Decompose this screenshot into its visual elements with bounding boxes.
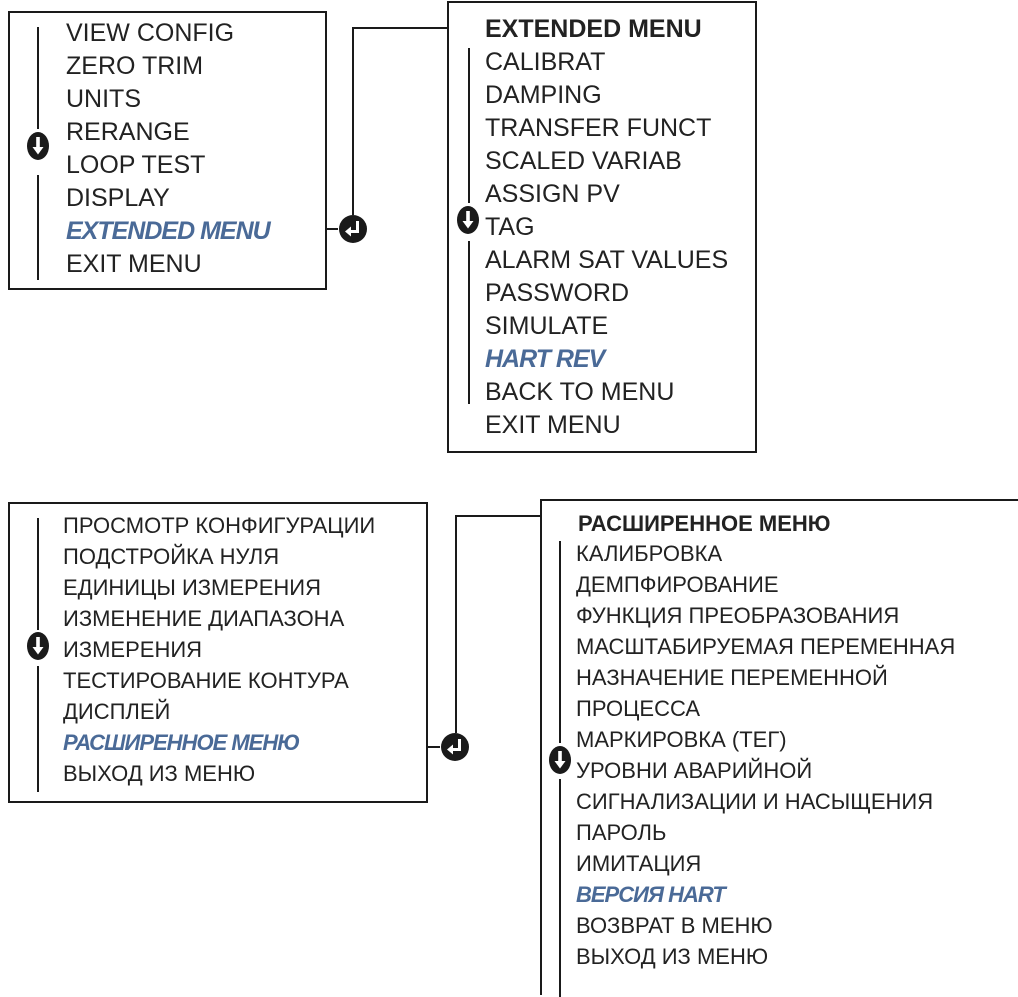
en-main-item-selected[interactable]: EXTENDED MENU (66, 217, 271, 245)
ru-extended-item[interactable]: СИГНАЛИЗАЦИИ И НАСЫЩЕНИЯ (576, 789, 934, 814)
en-connector-short (327, 228, 338, 230)
en-extended-item[interactable]: SCALED VARIAB (485, 147, 682, 175)
ru-extended-item[interactable]: ФУНКЦИЯ ПРЕОБРАЗОВАНИЯ (576, 603, 900, 628)
en-main-scroll-bar-bottom (37, 175, 39, 280)
ru-extended-item[interactable]: УРОВНИ АВАРИЙНОЙ (576, 758, 813, 783)
ru-extended-item[interactable]: ДЕМПФИРОВАНИЕ (576, 572, 779, 597)
scroll-down-icon (27, 632, 49, 660)
en-main-item[interactable]: VIEW CONFIG (66, 19, 235, 47)
en-extended-item[interactable]: BACK TO MENU (485, 378, 675, 406)
ru-extended-item[interactable]: НАЗНАЧЕНИЕ ПЕРЕМЕННОЙ (576, 665, 888, 690)
ru-connector-top (455, 515, 540, 517)
ru-main-item[interactable]: ТЕСТИРОВАНИЕ КОНТУРА (63, 668, 349, 693)
en-extended-item[interactable]: DAMPING (485, 81, 602, 109)
en-main-item[interactable]: LOOP TEST (66, 151, 206, 179)
ru-extended-item-selected[interactable]: ВЕРСИЯ HART (576, 882, 726, 907)
ru-extended-item[interactable]: МАСШТАБИРУЕМАЯ ПЕРЕМЕННАЯ (576, 634, 956, 659)
en-main-menu-box: VIEW CONFIG ZERO TRIM UNITS RERANGE LOOP… (8, 11, 327, 290)
ru-extended-scroll-bar-top (559, 541, 561, 743)
enter-icon (339, 215, 367, 243)
enter-icon (441, 733, 469, 761)
en-connector-top (352, 27, 447, 29)
ru-main-menu-box: ПРОСМОТР КОНФИГУРАЦИИ ПОДСТРОЙКА НУЛЯ ЕД… (8, 502, 428, 803)
ru-main-item-selected[interactable]: РАСШИРЕННОЕ МЕНЮ (63, 730, 300, 755)
ru-main-item[interactable]: ДИСПЛЕЙ (63, 699, 171, 724)
en-extended-item[interactable]: EXIT MENU (485, 411, 621, 439)
en-main-item[interactable]: RERANGE (66, 118, 190, 146)
en-extended-item[interactable]: PASSWORD (485, 279, 629, 307)
ru-main-item[interactable]: ЕДИНИЦЫ ИЗМЕРЕНИЯ (63, 575, 321, 600)
en-main-item[interactable]: ZERO TRIM (66, 52, 204, 80)
en-extended-title: EXTENDED MENU (485, 15, 702, 43)
ru-connector-short (428, 746, 440, 748)
en-extended-scroll-bar-bottom (468, 241, 470, 404)
en-extended-scroll-bar-top (468, 48, 470, 203)
en-extended-item[interactable]: SIMULATE (485, 312, 609, 340)
en-main-item[interactable]: DISPLAY (66, 184, 170, 212)
ru-extended-item[interactable]: МАРКИРОВКА (ТЕГ) (576, 727, 787, 752)
scroll-down-icon (457, 206, 479, 234)
ru-main-scroll-bar-bottom (37, 666, 39, 792)
en-main-scroll-bar-top (37, 27, 39, 129)
ru-extended-item[interactable]: КАЛИБРОВКА (576, 541, 723, 566)
en-main-item[interactable]: EXIT MENU (66, 250, 202, 278)
ru-extended-menu-box: РАСШИРЕННОЕ МЕНЮ КАЛИБРОВКА ДЕМПФИРОВАНИ… (540, 499, 1018, 997)
en-extended-item-selected[interactable]: HART REV (485, 345, 605, 373)
en-extended-item[interactable]: TAG (485, 213, 535, 241)
ru-extended-title: РАСШИРЕННОЕ МЕНЮ (578, 511, 831, 536)
en-extended-item[interactable]: TRANSFER FUNCT (485, 114, 712, 142)
ru-connector-vertical (455, 515, 457, 733)
ru-main-item[interactable]: ИЗМЕНЕНИЕ ДИАПАЗОНА (63, 606, 345, 631)
ru-main-item[interactable]: ПОДСТРОЙКА НУЛЯ (63, 544, 280, 569)
ru-extended-item[interactable]: ПРОЦЕССА (576, 696, 701, 721)
ru-extended-item[interactable]: ВОЗВРАТ В МЕНЮ (576, 913, 773, 938)
ru-main-scroll-bar-top (37, 518, 39, 630)
en-connector-vertical (352, 27, 354, 215)
scroll-down-icon (549, 746, 571, 774)
ru-main-item[interactable]: ИЗМЕРЕНИЯ (63, 637, 203, 662)
en-extended-menu-box: EXTENDED MENU CALIBRAT DAMPING TRANSFER … (447, 1, 757, 453)
en-extended-item[interactable]: CALIBRAT (485, 48, 606, 76)
ru-extended-item[interactable]: ИМИТАЦИЯ (576, 851, 702, 876)
en-main-item[interactable]: UNITS (66, 85, 141, 113)
scroll-down-icon (27, 132, 49, 160)
ru-extended-scroll-bar-bottom (559, 779, 561, 997)
ru-extended-item[interactable]: ПАРОЛЬ (576, 820, 667, 845)
en-extended-item[interactable]: ALARM SAT VALUES (485, 246, 729, 274)
ru-main-item[interactable]: ПРОСМОТР КОНФИГУРАЦИИ (63, 513, 376, 538)
ru-extended-item[interactable]: ВЫХОД ИЗ МЕНЮ (576, 944, 769, 969)
ru-main-item[interactable]: ВЫХОД ИЗ МЕНЮ (63, 761, 256, 786)
en-extended-item[interactable]: ASSIGN PV (485, 180, 620, 208)
